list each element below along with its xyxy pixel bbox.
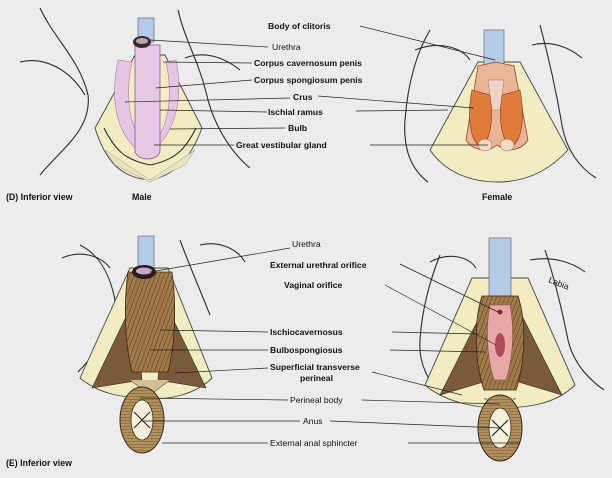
leader-lines-e: [139, 247, 520, 444]
label-anus: Anus: [303, 416, 323, 426]
label-female: Female: [482, 192, 512, 202]
panel-d-female-drawing: [404, 24, 597, 183]
label-urethra-e: Urethra: [292, 239, 321, 249]
panel-e-male-drawing: [61, 235, 246, 454]
labels-d: Body of clitoris Urethra Corpus cavernos…: [6, 21, 512, 202]
label-male: Male: [132, 192, 152, 202]
label-corpus-cavernosum: Corpus cavernosum penis: [254, 58, 362, 68]
labels-e: Urethra External urethral orifice Vagina…: [6, 239, 367, 468]
label-body-of-clitoris: Body of clitoris: [268, 21, 331, 31]
label-bulbospongiosus: Bulbospongiosus: [270, 345, 343, 355]
label-superficial-transverse-line2: perineal: [300, 373, 333, 383]
label-bulb: Bulb: [288, 123, 307, 133]
label-urethra-d: Urethra: [272, 42, 301, 52]
panel-e-female-drawing: Labia: [419, 237, 605, 462]
label-ischiocavernosus: Ischiocavernosus: [270, 327, 343, 337]
label-external-urethral-orifice: External urethral orifice: [270, 260, 367, 270]
label-perineal-body: Perineal body: [290, 395, 343, 405]
caption-panel-e: (E) Inferior view: [6, 458, 72, 468]
label-corpus-spongiosum: Corpus spongiosum penis: [254, 75, 363, 85]
caption-panel-d: (D) Inferior view: [6, 192, 73, 202]
label-great-vestibular-gland: Great vestibular gland: [236, 140, 327, 150]
label-superficial-transverse-line1: Superficial transverse: [270, 362, 360, 372]
label-external-anal-sphincter: External anal sphincter: [270, 438, 358, 448]
label-crus: Crus: [293, 92, 313, 102]
label-ischial-ramus: Ischial ramus: [268, 107, 323, 117]
label-vaginal-orifice: Vaginal orifice: [284, 280, 342, 290]
leader-lines-d: [124, 25, 496, 146]
